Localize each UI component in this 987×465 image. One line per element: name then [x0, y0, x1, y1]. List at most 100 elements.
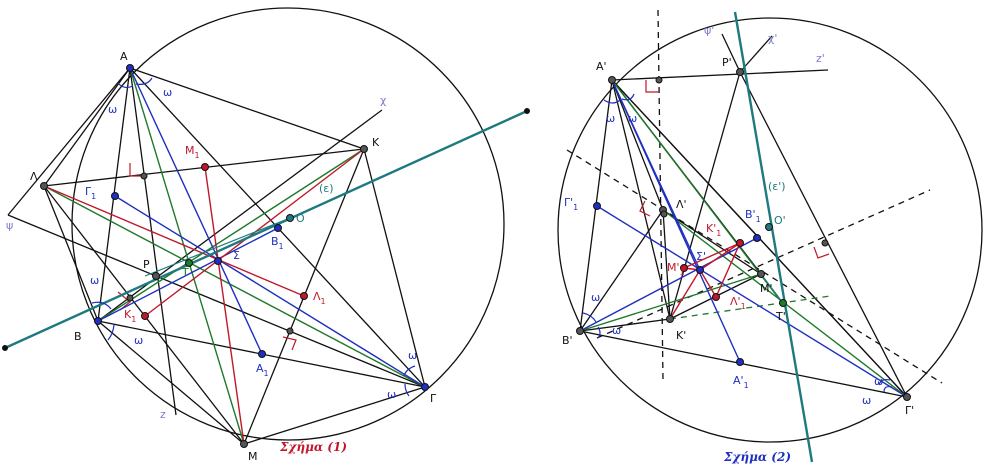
- point-foot2-1: [126, 294, 134, 302]
- point-m1-1: [201, 163, 209, 171]
- label-b-2: B': [562, 334, 573, 347]
- angle-arc-b2-2: [597, 326, 601, 339]
- point-l1-2: [712, 293, 720, 301]
- dashed-line-1-2: [657, 9, 664, 381]
- label-p-2: P': [722, 56, 732, 69]
- line-az-2: [611, 69, 829, 81]
- omega-label-1c: ω: [90, 274, 99, 287]
- label-k-1: K: [372, 136, 380, 149]
- circumcircle-2: [557, 17, 983, 443]
- dashed-line-3-2: [596, 189, 931, 339]
- label-s-1: Σ: [233, 249, 240, 262]
- angle-arc-g2-2: [883, 385, 893, 393]
- label-s-2: Σ': [696, 250, 706, 263]
- point-foot1-1: [140, 172, 148, 180]
- point-k-1: [360, 145, 368, 153]
- label-k1-1: K1: [124, 308, 136, 324]
- omega-label-1e: ω: [408, 349, 417, 362]
- angle-arc-g1-2: [878, 378, 891, 386]
- side-kg-1: [363, 148, 426, 388]
- labels-figure-1: A B Γ Λ K M P T Σ O A1 B1 Γ1 K1 Λ1 M1 (ε…: [6, 50, 437, 463]
- omega-label-2c: ω: [591, 291, 600, 304]
- angle-arc-a2-2: [621, 93, 635, 101]
- label-t-2: T': [775, 310, 786, 323]
- omega-label-1d: ω: [134, 334, 143, 347]
- line-kb-2: [579, 318, 671, 332]
- line-ppsi-2: [721, 33, 741, 73]
- label-chi-1: χ: [380, 94, 387, 107]
- label-z-1: z: [160, 408, 166, 421]
- blue-line-gg1-1: [114, 195, 426, 388]
- label-psi-2: ψ': [704, 24, 714, 37]
- point-end-eps-1: [524, 108, 530, 114]
- line-chi-1: [97, 109, 383, 322]
- label-k-2: K': [676, 329, 686, 342]
- caption-figure-1: Σχήμα (1): [279, 440, 347, 454]
- point-a1-1: [258, 350, 266, 358]
- point-foot3-1: [286, 327, 294, 335]
- figure-1: [2, 7, 530, 448]
- label-b1-2: B'1: [745, 208, 761, 224]
- red-line-4-2: [699, 242, 741, 271]
- side-lb-1: [43, 185, 99, 322]
- side-ak-1: [129, 67, 365, 150]
- label-m1-1: M1: [185, 144, 200, 160]
- point-g-1: [421, 383, 429, 391]
- blue-line-bb1-1: [97, 227, 279, 322]
- omega-label-1a: ω: [108, 103, 117, 116]
- point-o-1: [286, 214, 294, 222]
- omega-label-2b: ω: [628, 112, 637, 125]
- label-chi-2: χ': [768, 32, 777, 45]
- point-s-2: [696, 266, 704, 274]
- line-bl-2: [579, 209, 664, 332]
- euler-line-2: [733, 11, 814, 463]
- angle-arc-b2-1: [107, 324, 115, 341]
- point-g1-1: [111, 192, 119, 200]
- line-lk-2: [662, 209, 671, 320]
- point-a-2: [608, 76, 616, 84]
- line-z-1: [129, 67, 177, 416]
- point-t-1: [185, 259, 193, 267]
- line-ps-1: [144, 217, 291, 277]
- point-k-2: [666, 315, 674, 323]
- point-m-1: [240, 440, 248, 448]
- point-g-2: [903, 393, 911, 401]
- label-eps-1: (ε): [319, 182, 334, 195]
- euler-line-1: [4, 109, 528, 350]
- point-p-1: [152, 272, 160, 280]
- blue-line-aa1-1: [129, 67, 263, 355]
- label-m-2: M': [760, 282, 773, 295]
- blue-line-ag-2: [611, 79, 701, 271]
- label-p-1: P: [143, 258, 150, 271]
- side-bm-1: [97, 320, 245, 445]
- point-k1-2: [736, 239, 744, 247]
- point-b1-1: [274, 224, 282, 232]
- red-line-mm1-1: [204, 166, 245, 445]
- label-t-1: T: [181, 266, 189, 279]
- right-angle-mark-2c: [813, 246, 830, 259]
- line-ak-2: [611, 79, 671, 320]
- omega-label-1b: ω: [163, 86, 172, 99]
- red-line-1-2: [683, 242, 741, 269]
- angle-arc-a1-2: [603, 99, 621, 104]
- point-l1-1: [300, 292, 308, 300]
- red-line-3-2: [669, 269, 701, 320]
- right-angle-mark-1a: [129, 163, 144, 177]
- label-l1-1: Λ1: [313, 290, 326, 306]
- point-o-2: [765, 223, 773, 231]
- omega-label-2d: ω: [612, 324, 621, 337]
- label-z-2: z': [816, 52, 825, 65]
- point-p-2: [736, 68, 744, 76]
- point-end-eps2-1: [2, 345, 8, 351]
- label-k1-2: K'1: [706, 222, 721, 238]
- point-m-2: [757, 270, 765, 278]
- point-g1-2: [593, 202, 601, 210]
- angle-arc-b1-1: [91, 301, 112, 310]
- red-line-ll1-1: [43, 185, 305, 297]
- label-l1-2: Λ'1: [730, 295, 746, 311]
- omega-label-2e: ω: [874, 375, 883, 388]
- red-line-5-2: [699, 269, 717, 298]
- label-m-1: M: [248, 450, 258, 463]
